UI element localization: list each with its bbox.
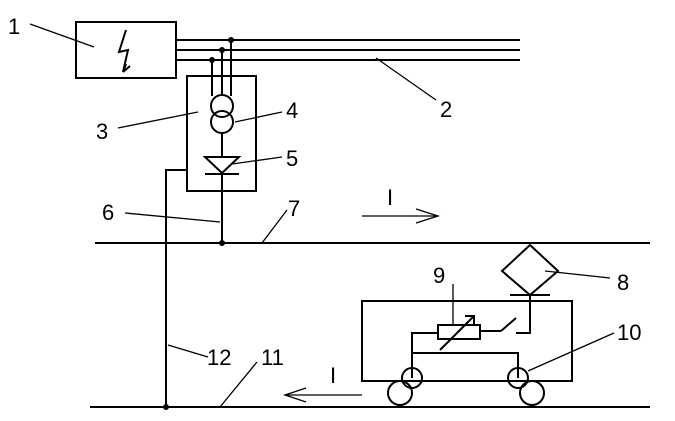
negative-feeder	[165, 169, 187, 407]
label-5: 5	[286, 146, 298, 171]
locomotive	[361, 243, 573, 406]
label-3: 3	[96, 119, 108, 144]
leader-lines	[29, 23, 615, 408]
three-phase-line	[176, 39, 520, 61]
label-1: 1	[8, 14, 20, 39]
label-11: 11	[261, 345, 284, 370]
label-10: 10	[617, 320, 641, 345]
label-9: 9	[433, 263, 445, 288]
label-12: 12	[207, 345, 231, 370]
power-source	[75, 21, 177, 79]
label-8: 8	[617, 270, 629, 295]
label-7: 7	[288, 196, 300, 221]
current-label-bottom: I	[330, 363, 336, 388]
label-6: 6	[102, 200, 114, 225]
substation-feeders	[209, 37, 234, 96]
rheostat	[437, 284, 481, 351]
label-4: 4	[286, 98, 298, 123]
lightning-icon	[117, 29, 131, 73]
current-arrow-bottom	[282, 387, 362, 403]
current-arrow-top	[362, 208, 441, 224]
rectifier	[202, 133, 242, 175]
transformer	[210, 94, 234, 134]
label-2: 2	[440, 97, 452, 122]
current-label-top: I	[387, 185, 393, 210]
wheelset	[387, 367, 545, 406]
pantograph	[500, 243, 560, 301]
